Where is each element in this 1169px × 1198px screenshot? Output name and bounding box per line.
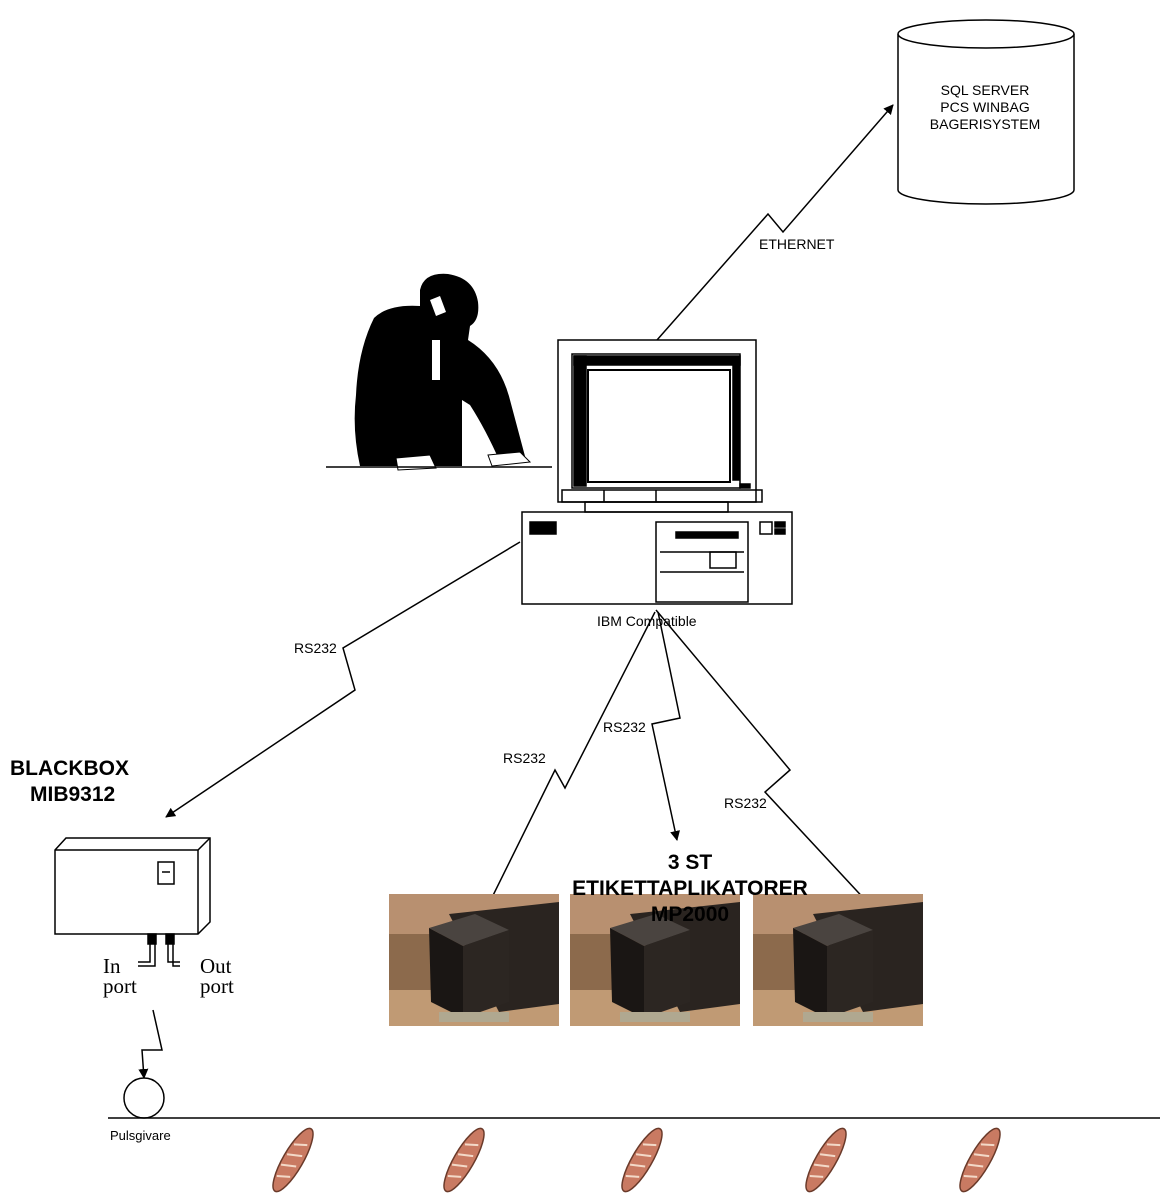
in-port-line-1: In [103, 954, 121, 978]
bread-loaf [272, 1127, 314, 1193]
rs232-link-applicator-right [655, 609, 909, 947]
database-cylinder [897, 19, 1075, 205]
rs232-link-applicator-center [651, 611, 681, 841]
ethernet-link [656, 104, 894, 341]
applicators-title-line-3: MP2000 [650, 903, 730, 926]
bread-loaf [959, 1127, 1001, 1193]
database-line-1: SQL SERVER [940, 82, 1030, 98]
applicator-photo-3 [753, 894, 923, 1026]
computer-base-unit [521, 511, 793, 605]
applicators-title-line-1: 3 ST [667, 851, 713, 874]
pulse-sensor [123, 1077, 165, 1119]
out-port-label: Out port [200, 954, 234, 998]
blackbox-device [54, 837, 211, 967]
applicator-photo-1 [389, 894, 559, 1026]
rs232-link-applicator-left [467, 611, 656, 947]
blackbox-title: BLACKBOX MIB9312 [10, 756, 129, 808]
out-port-line-2: port [200, 974, 234, 998]
applicator-photo-2 [570, 894, 740, 1026]
rs232-link-blackbox [165, 541, 521, 818]
database-line-2: PCS WINBAG [940, 99, 1030, 115]
bread-loaf [443, 1127, 485, 1193]
applicators-title-line-2: ETIKETTAPLIKATORER [572, 877, 808, 900]
rs232-label-left: RS232 [503, 750, 546, 766]
computer-monitor [557, 339, 763, 513]
out-port-line-1: Out [200, 954, 232, 978]
in-port-line-2: port [103, 974, 137, 998]
rs232-label-center: RS232 [603, 719, 646, 735]
applicators-title: 3 ST ETIKETTAPLIKATORER MP2000 [572, 850, 808, 928]
rs232-label-right: RS232 [724, 795, 767, 811]
database-line-3: BAGERISYSTEM [929, 116, 1041, 132]
blackbox-title-line-2: MIB9312 [30, 783, 116, 806]
bread-loaf [805, 1127, 847, 1193]
pulse-sensor-label: Pulsgivare [110, 1128, 171, 1143]
bread-loaf [621, 1127, 663, 1193]
sensor-link [138, 1009, 163, 1079]
in-port-label: In port [103, 954, 137, 998]
blackbox-title-line-1: BLACKBOX [10, 757, 129, 780]
rs232-label-blackbox: RS232 [294, 640, 337, 656]
database-label: SQL SERVER PCS WINBAG BAGERISYSTEM [895, 82, 1075, 133]
person-silhouette [326, 273, 552, 471]
ethernet-label: ETHERNET [759, 236, 835, 252]
computer-label: IBM Compatible [597, 613, 697, 629]
